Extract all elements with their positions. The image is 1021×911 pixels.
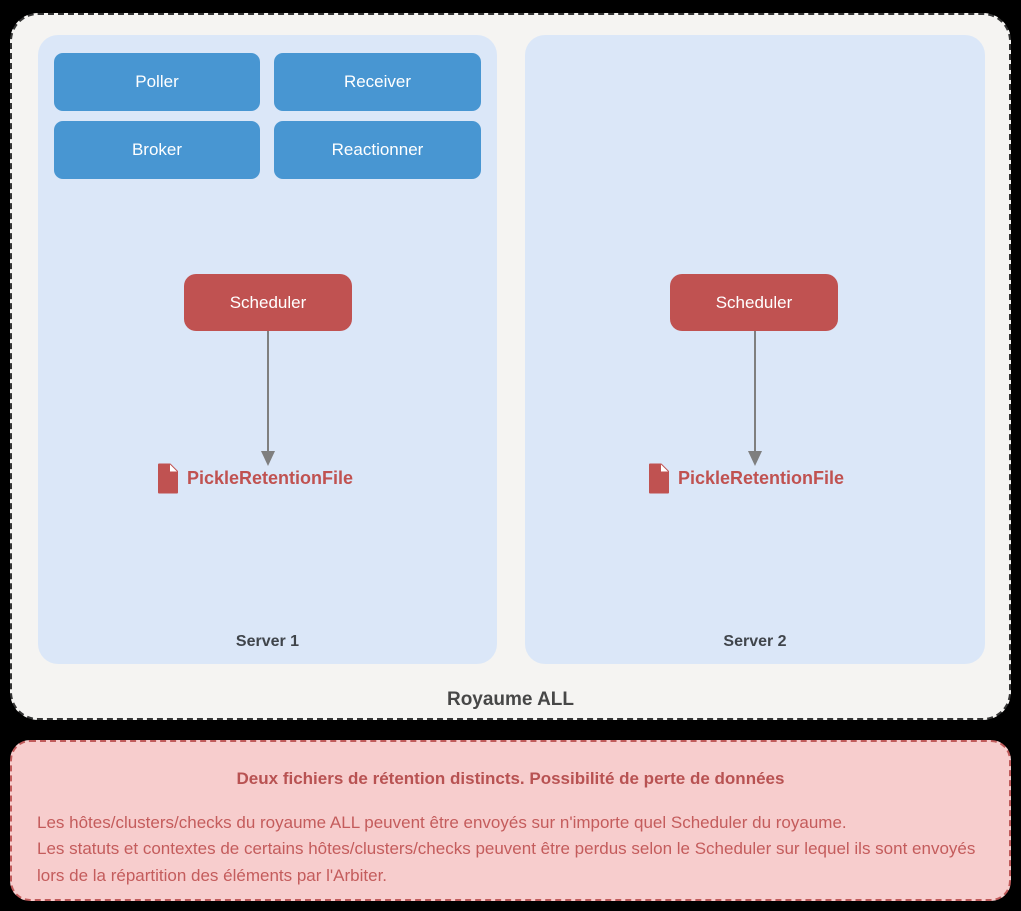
broker-node: Broker (54, 121, 260, 179)
server-1-label: Server 1 (235, 633, 300, 650)
retention-file-label: PickleRetentionFile (678, 468, 845, 488)
scheduler-node: Scheduler (670, 274, 838, 331)
scheduler-node: Scheduler (184, 274, 352, 331)
server-1-panel: Poller Receiver Broker Reactionner Sched… (38, 35, 497, 664)
document-file-icon (158, 463, 178, 494)
royaume-all-label: Royaume ALL (446, 689, 575, 710)
retention-file-group: PickleRetentionFile (648, 463, 844, 494)
warning-paragraph: Les hôtes/clusters/checks du royaume ALL… (37, 813, 847, 832)
retention-file-group: PickleRetentionFile (157, 463, 353, 494)
retention-file-label: PickleRetentionFile (187, 468, 354, 488)
poller-node: Poller (54, 53, 260, 111)
receiver-node: Receiver (274, 53, 481, 111)
warning-box: Deux fichiers de rétention distincts. Po… (10, 740, 1011, 901)
royaume-all-group: Poller Receiver Broker Reactionner Sched… (10, 13, 1011, 720)
reactionner-node: Reactionner (274, 121, 481, 179)
server-2-panel: Scheduler PickleRetentionFile Server 2 (525, 35, 985, 664)
warning-title: Deux fichiers de rétention distincts. Po… (236, 769, 785, 788)
server-2-label: Server 2 (723, 633, 787, 650)
warning-paragraph: Les statuts et contextes de certains hôt… (37, 839, 976, 885)
warning-body: Les hôtes/clusters/checks du royaume ALL… (37, 810, 984, 889)
document-file-icon (649, 463, 669, 494)
down-arrow-icon (261, 331, 275, 466)
down-arrow-icon (748, 331, 762, 466)
